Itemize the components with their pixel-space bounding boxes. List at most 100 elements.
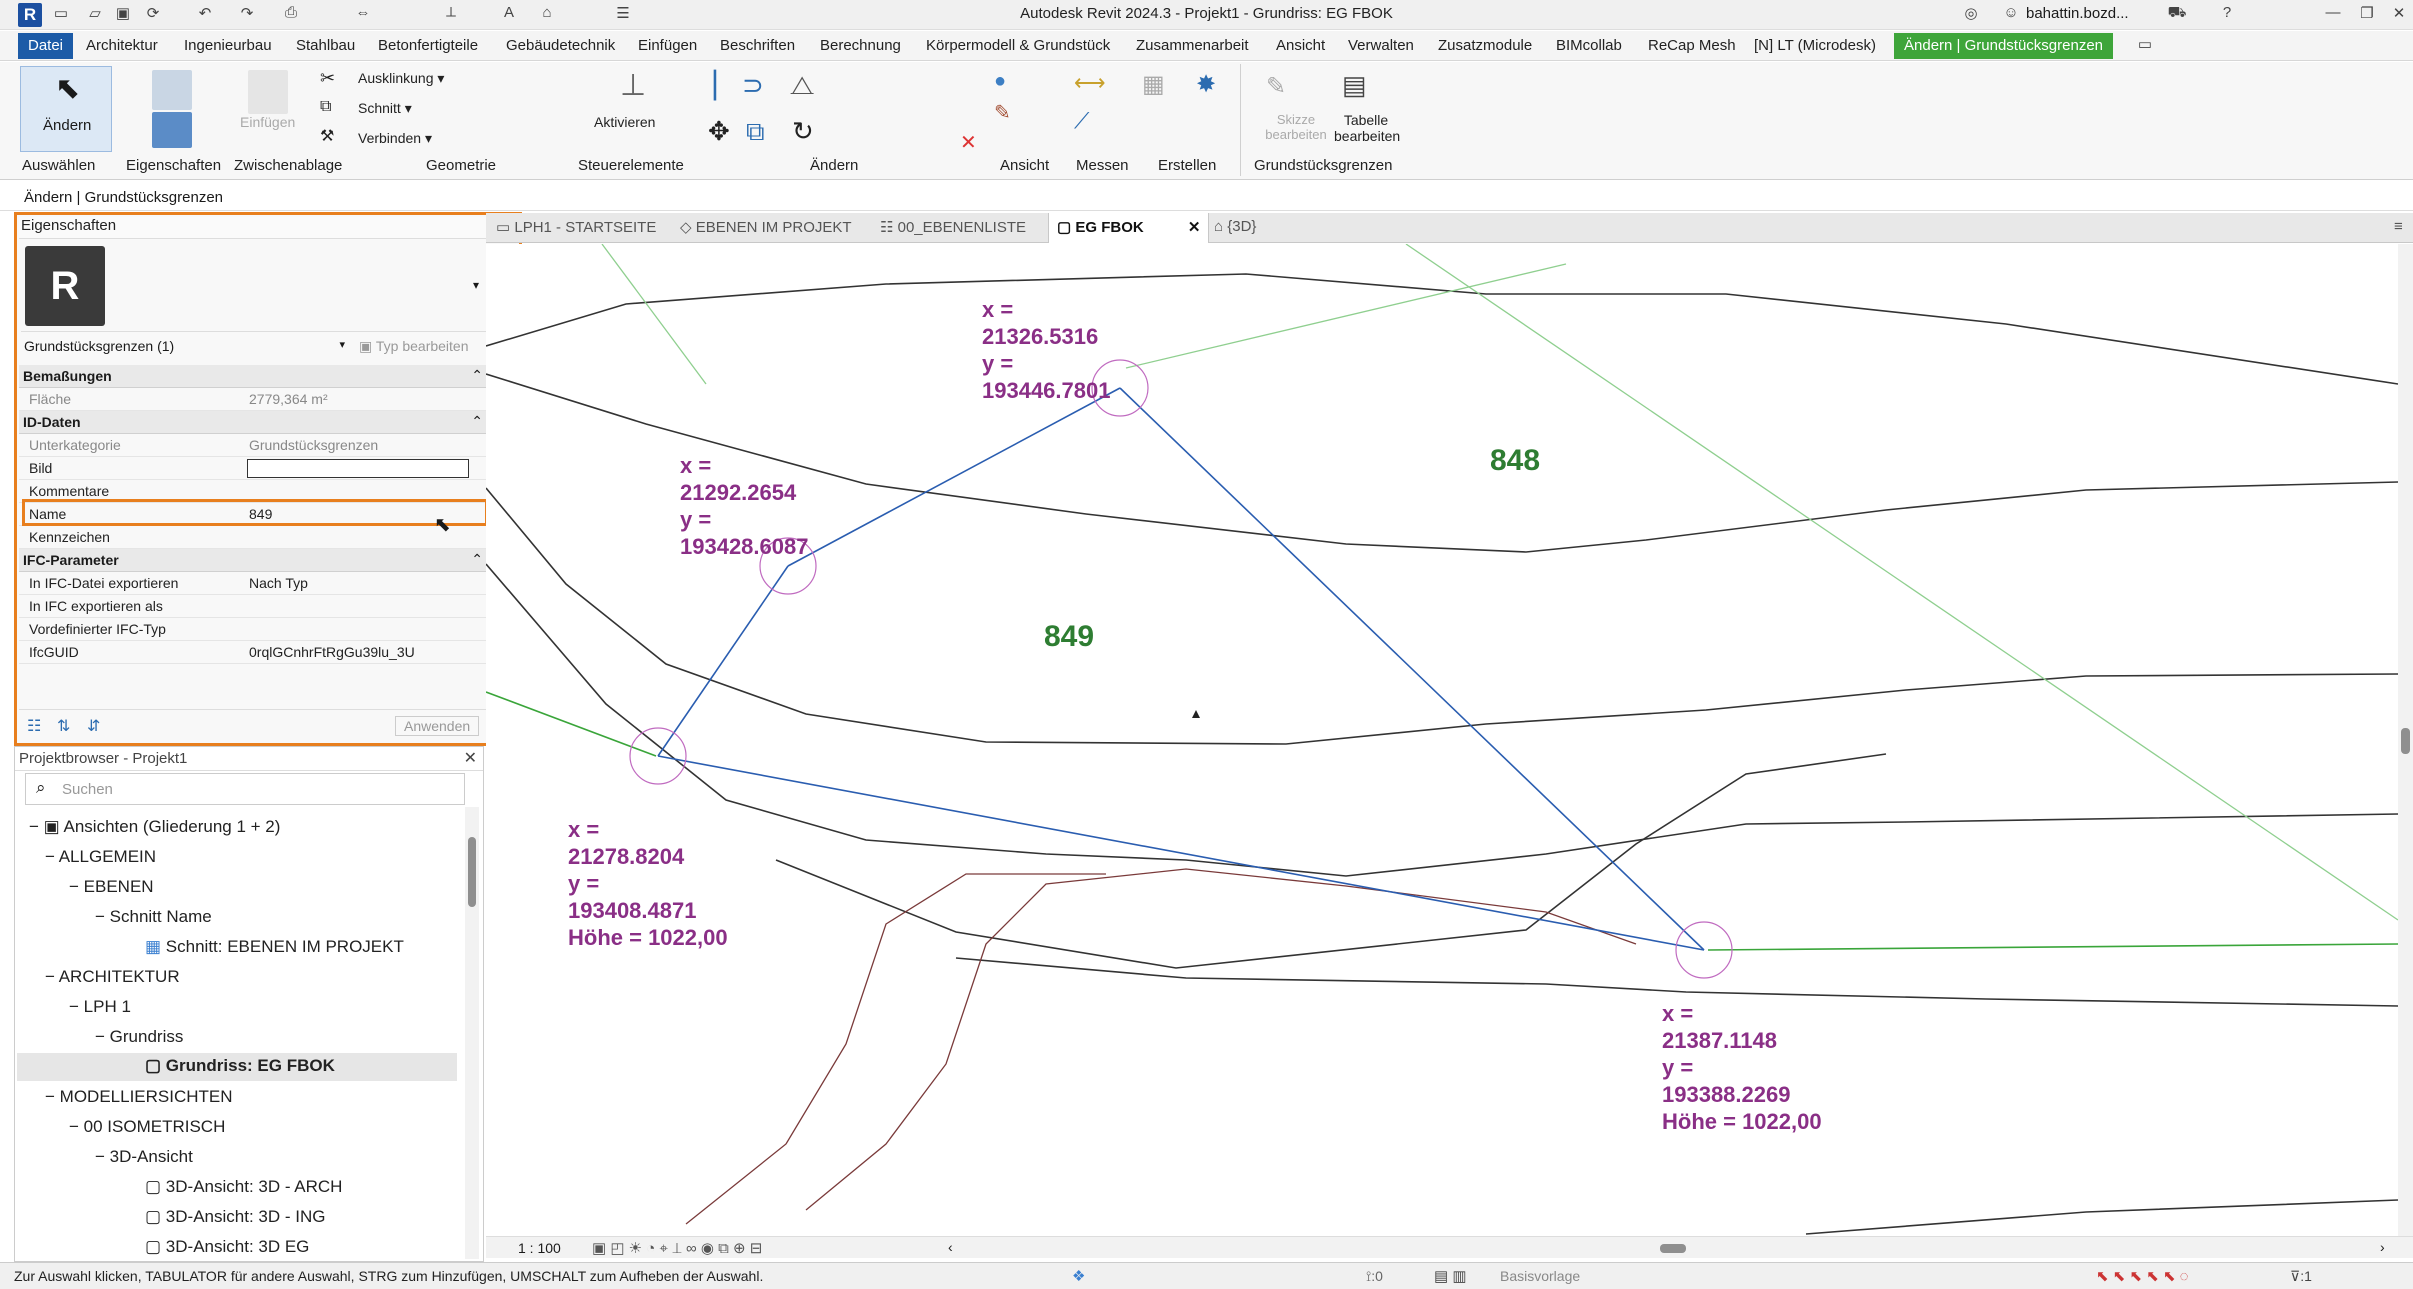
design-options-icon[interactable]: ▤ ▥ bbox=[1434, 1268, 1467, 1285]
tree-item[interactable]: ▦ Schnitt: EBENEN IM PROJEKT bbox=[145, 937, 404, 957]
tree-item[interactable]: − ALLGEMEIN bbox=[45, 847, 157, 866]
scrollbar-thumb[interactable] bbox=[1660, 1244, 1686, 1253]
tab-einfuegen[interactable]: Einfügen bbox=[638, 37, 698, 54]
type-properties-icon[interactable] bbox=[152, 112, 192, 148]
delete-icon[interactable]: ✕ bbox=[960, 132, 977, 154]
tab-beschriften[interactable]: Beschriften bbox=[720, 37, 796, 54]
instance-filter[interactable]: Grundstücksgrenzen (1) ▾ bbox=[21, 335, 351, 359]
tab-ebenenliste[interactable]: ☷ 00_EBENENLISTE bbox=[880, 218, 1026, 236]
create-group-icon[interactable]: ▦ bbox=[1142, 71, 1165, 98]
scrollbar-thumb[interactable] bbox=[468, 837, 476, 907]
prop-row-kommentare[interactable]: Kommentare bbox=[19, 480, 489, 503]
worksharing-icon[interactable]: ❖ bbox=[1072, 1268, 1086, 1285]
prop-row-kennzeichen[interactable]: Kennzeichen bbox=[19, 526, 489, 549]
section-bemassungen[interactable]: Bemaßungen⌃ bbox=[19, 365, 489, 388]
measure-icon[interactable]: ⇔ bbox=[355, 4, 371, 21]
panel-toggle-icon[interactable]: ▭ bbox=[2137, 36, 2153, 53]
text-tool-icon[interactable]: A bbox=[503, 4, 514, 21]
section-id-daten[interactable]: ID-Daten⌃ bbox=[19, 411, 489, 434]
user-name[interactable]: bahattin.bozd... bbox=[2026, 5, 2129, 22]
tree-item[interactable]: ▢ 3D-Ansicht: 3D - ARCH bbox=[145, 1177, 342, 1197]
sort-asc-icon[interactable]: ⇅ bbox=[57, 718, 71, 735]
tab-bimcollab[interactable]: BIMcollab bbox=[1556, 37, 1622, 54]
copy-icon[interactable]: ⧉ bbox=[320, 98, 332, 115]
collapse-icon[interactable]: ⌃ bbox=[471, 367, 483, 383]
scroll-left-icon[interactable]: ‹ bbox=[948, 1239, 953, 1255]
collapse-icon[interactable]: ⌃ bbox=[471, 551, 483, 567]
modify-button[interactable]: ⬉ Ändern bbox=[20, 66, 112, 152]
activate-label[interactable]: Aktivieren bbox=[594, 114, 656, 130]
name-value[interactable]: 849 bbox=[249, 506, 273, 522]
binoculars-icon[interactable]: ◎ bbox=[1964, 5, 1978, 22]
sync-icon[interactable]: ⟳ bbox=[146, 5, 160, 22]
tree-item[interactable]: − Grundriss bbox=[95, 1027, 184, 1046]
view-scale[interactable]: 1 : 100 bbox=[518, 1240, 561, 1256]
measure-tool-icon[interactable]: ⟷ bbox=[1074, 70, 1106, 95]
tree-item[interactable]: − ▣ Ansichten (Gliederung 1 + 2) bbox=[29, 817, 281, 836]
offset-icon[interactable]: ⊃ bbox=[742, 70, 764, 100]
revit-logo[interactable]: R bbox=[18, 3, 42, 27]
tree-item[interactable]: − 00 ISOMETRISCH bbox=[69, 1117, 226, 1136]
edit-type-button[interactable]: ▣ Typ bearbeiten bbox=[359, 338, 469, 355]
create-similar-icon[interactable]: ✸ bbox=[1196, 71, 1217, 98]
bild-field[interactable] bbox=[247, 459, 469, 478]
chevron-down-icon[interactable]: ▾ bbox=[472, 278, 479, 292]
lot-tag[interactable]: 849 bbox=[1044, 620, 1095, 653]
minimize-icon[interactable]: — bbox=[2325, 4, 2341, 21]
coordinate-label[interactable]: x = 21326.5316 y = 193446.7801 bbox=[982, 297, 1111, 403]
hide-icon[interactable]: ● bbox=[994, 70, 1007, 92]
edit-table-label[interactable]: Tabelle bearbeiten bbox=[1334, 112, 1401, 144]
text-icon[interactable]: ⟂ bbox=[445, 4, 456, 21]
tabs-menu-icon[interactable]: ≡ bbox=[2394, 218, 2403, 235]
tab-aendern-grundstuecksgrenzen[interactable]: Ändern | Grundstücksgrenzen bbox=[1894, 33, 2114, 59]
tab-eg-fbok[interactable]: ▢ EG FBOK ✕ bbox=[1048, 213, 1210, 243]
dimension-icon[interactable]: ⟋ bbox=[1074, 108, 1090, 133]
group-auswaehlen[interactable]: Auswählen bbox=[22, 157, 96, 174]
tab-koerpermodell[interactable]: Körpermodell & Grundstück bbox=[926, 37, 1111, 54]
tab-stahlbau[interactable]: Stahlbau bbox=[296, 37, 356, 54]
cart-icon[interactable]: ⛟ bbox=[2167, 4, 2187, 21]
redo-icon[interactable]: ↷ bbox=[240, 5, 254, 22]
scroll-right-icon[interactable]: › bbox=[2380, 1239, 2385, 1255]
lot-tag[interactable]: 848 bbox=[1490, 444, 1541, 477]
search-input[interactable]: Suchen bbox=[62, 781, 113, 798]
tab-datei[interactable]: Datei bbox=[18, 33, 74, 59]
tree-item[interactable]: − 3D-Ansicht bbox=[95, 1147, 193, 1166]
close-icon[interactable]: ✕ bbox=[463, 750, 477, 767]
print-icon[interactable]: ⎙ bbox=[284, 4, 297, 21]
rotate-icon[interactable]: ↻ bbox=[792, 116, 814, 146]
paste-icon[interactable] bbox=[248, 70, 288, 114]
activate-controls-icon[interactable]: ⊥ bbox=[620, 69, 647, 102]
user-icon[interactable]: ☺ bbox=[2003, 4, 2019, 21]
categorize-icon[interactable]: ☷ bbox=[27, 718, 42, 735]
open-folder-icon[interactable]: ▱ bbox=[89, 5, 101, 22]
match-icon[interactable]: ⚒ bbox=[320, 128, 335, 145]
tab-ebenen-im-projekt[interactable]: ◇ EBENEN IM PROJEKT bbox=[680, 218, 852, 236]
copy-element-icon[interactable]: ⧉ bbox=[746, 116, 765, 146]
section-ifc-parameter[interactable]: IFC-Parameter⌃ bbox=[19, 549, 489, 572]
cut-geometry-button[interactable]: Schnitt ▾ bbox=[358, 100, 412, 116]
cut-icon[interactable]: ✂ bbox=[320, 68, 336, 88]
coordinate-label[interactable]: x = 21278.8204 y = 193408.4871 Höhe = 10… bbox=[568, 817, 728, 950]
tab-gebaeudetechnik[interactable]: Gebäudetechnik bbox=[506, 37, 616, 54]
mirror-icon[interactable]: ⧍ bbox=[790, 70, 815, 100]
chevron-down-icon[interactable]: ▾ bbox=[339, 339, 345, 351]
tab-zusammenarbeit[interactable]: Zusammenarbeit bbox=[1136, 37, 1249, 54]
undo-icon[interactable]: ↶ bbox=[198, 5, 212, 22]
home-3d-icon[interactable]: ⌂ bbox=[542, 4, 552, 21]
tree-item[interactable]: − LPH 1 bbox=[69, 997, 131, 1016]
tab-architektur[interactable]: Architektur bbox=[86, 37, 158, 54]
coordinate-label[interactable]: x = 21387.1148 y = 193388.2269 Höhe = 10… bbox=[1662, 1001, 1822, 1134]
close-icon[interactable]: ✕ bbox=[2392, 5, 2406, 22]
tab-lt-microdesk[interactable]: [N] LT (Microdesk) bbox=[1754, 37, 1876, 54]
tab-3d[interactable]: ⌂ {3D} bbox=[1214, 218, 1256, 235]
help-icon[interactable]: ? bbox=[2222, 4, 2232, 21]
tab-berechnung[interactable]: Berechnung bbox=[820, 37, 901, 54]
vertical-scrollbar[interactable] bbox=[2398, 244, 2413, 1236]
open-icon[interactable]: ▭ bbox=[53, 5, 69, 22]
tree-item[interactable]: − MODELLIERSICHTEN bbox=[45, 1087, 233, 1106]
sort-desc-icon[interactable]: ⇵ bbox=[87, 718, 101, 735]
browser-scrollbar[interactable] bbox=[465, 807, 479, 1259]
